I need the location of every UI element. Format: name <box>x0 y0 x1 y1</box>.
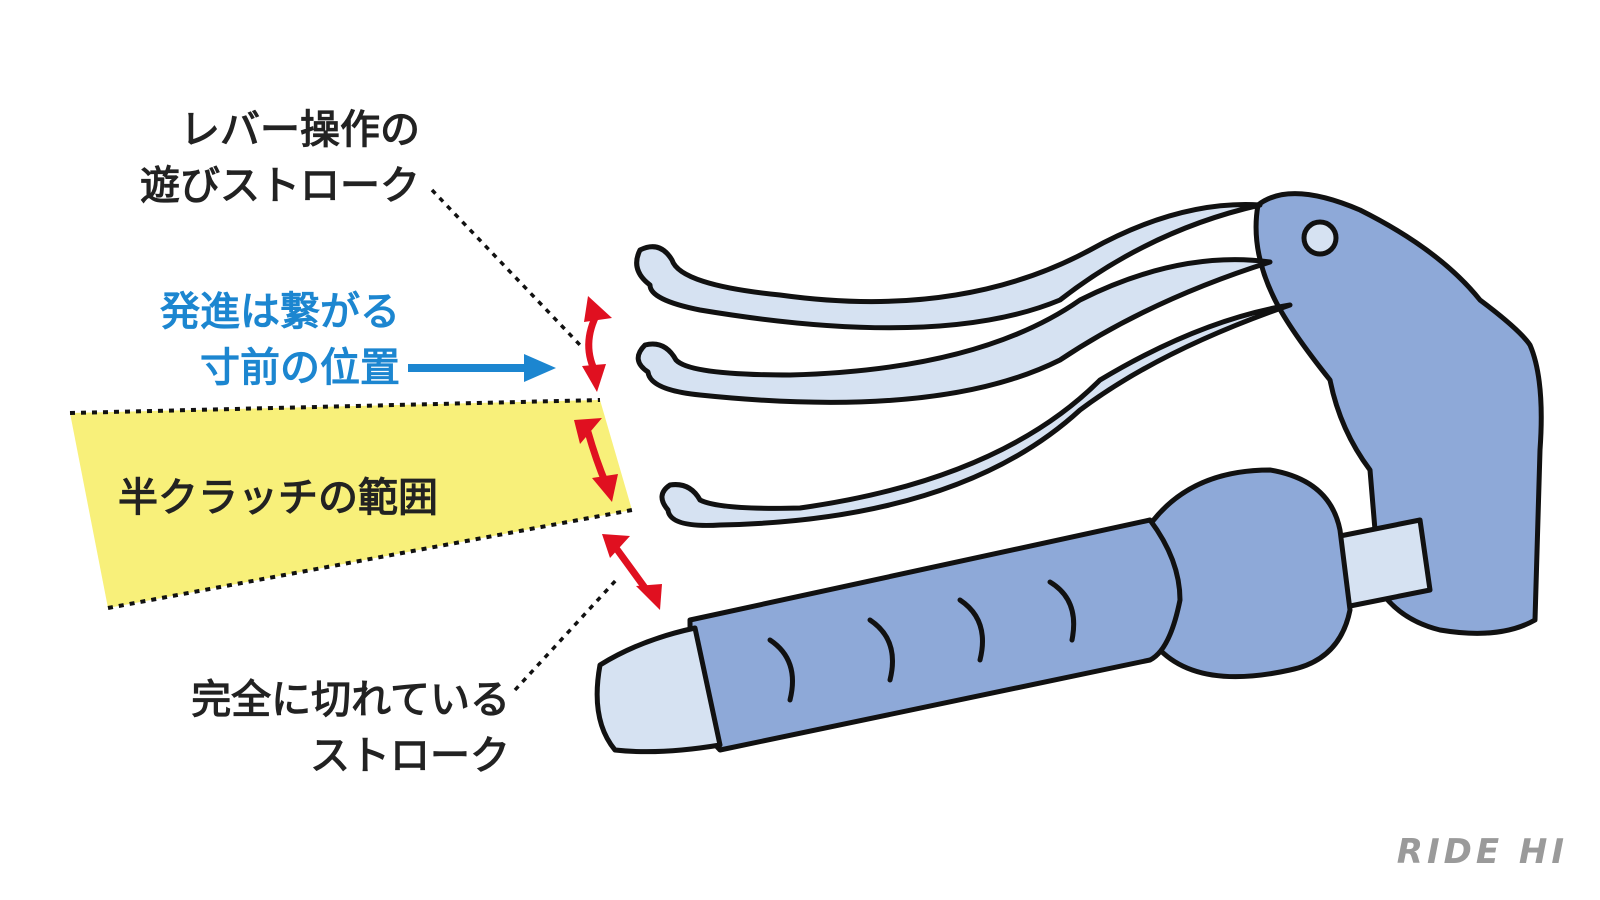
play-stroke-leader-line <box>430 188 582 347</box>
start-position-label: 発進は繋がる 寸前の位置 <box>90 284 400 396</box>
right-arrow-icon <box>408 354 556 382</box>
half-clutch-band <box>70 400 632 608</box>
fully-disengaged-line-1: 完全に切れている <box>191 677 510 723</box>
band-top-dotted-line <box>69 398 601 415</box>
double-headed-arrow-icon <box>582 296 612 392</box>
double-headed-arrow-icon <box>602 534 662 610</box>
fully-disengaged-label: 完全に切れている ストローク <box>90 672 510 784</box>
ride-hi-watermark: RIDE HI <box>1396 832 1568 872</box>
start-position-line-2: 寸前の位置 <box>200 345 400 391</box>
play-stroke-line-1: レバー操作の <box>180 107 420 153</box>
double-headed-arrow-icon <box>574 418 618 502</box>
play-stroke-line-2: 遊びストローク <box>140 163 420 209</box>
band-bottom-dotted-line <box>107 508 633 610</box>
clutch-lever-illustration <box>594 191 1544 755</box>
play-stroke-label: レバー操作の 遊びストローク <box>90 102 420 214</box>
fully-disengaged-line-2: ストローク <box>310 733 510 779</box>
off-stroke-leader-line <box>513 576 620 692</box>
start-position-line-1: 発進は繋がる <box>160 289 400 335</box>
half-clutch-label: 半クラッチの範囲 <box>118 475 438 521</box>
